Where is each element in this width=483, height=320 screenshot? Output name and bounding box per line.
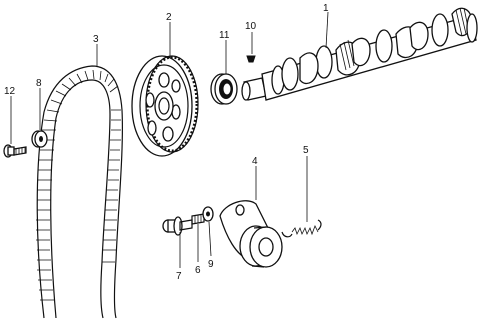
callout-3: 3: [93, 34, 99, 45]
callout-10: 10: [245, 21, 257, 32]
pulley-washer: [31, 130, 48, 148]
oil-seal: [210, 73, 238, 105]
tensioner-washer: [202, 206, 214, 222]
woodruff-key: [246, 55, 256, 63]
camshaft-pulley: [131, 55, 199, 157]
callout-1: 1: [323, 3, 329, 14]
callout-11: 11: [219, 30, 230, 41]
camshaft: [241, 7, 478, 101]
callout-6: 6: [195, 265, 201, 276]
tensioner-spring: [281, 219, 322, 238]
callout-7: 7: [176, 271, 182, 282]
callout-8: 8: [36, 78, 42, 89]
callout-labels: 1 2 3 4 5 6 7 8 9 10 11 12: [4, 3, 329, 282]
belt-tensioner: [219, 200, 283, 268]
callout-9: 9: [208, 259, 214, 270]
callout-4: 4: [252, 156, 258, 167]
callout-2: 2: [166, 12, 172, 23]
timing-belt: [36, 65, 123, 319]
callout-5: 5: [303, 145, 309, 156]
callout-12: 12: [4, 86, 16, 97]
tensioner-bolt: [162, 216, 193, 236]
leader-lines: [10, 11, 329, 268]
tensioner-stud: [191, 213, 205, 225]
pulley-bolt: [3, 144, 27, 158]
